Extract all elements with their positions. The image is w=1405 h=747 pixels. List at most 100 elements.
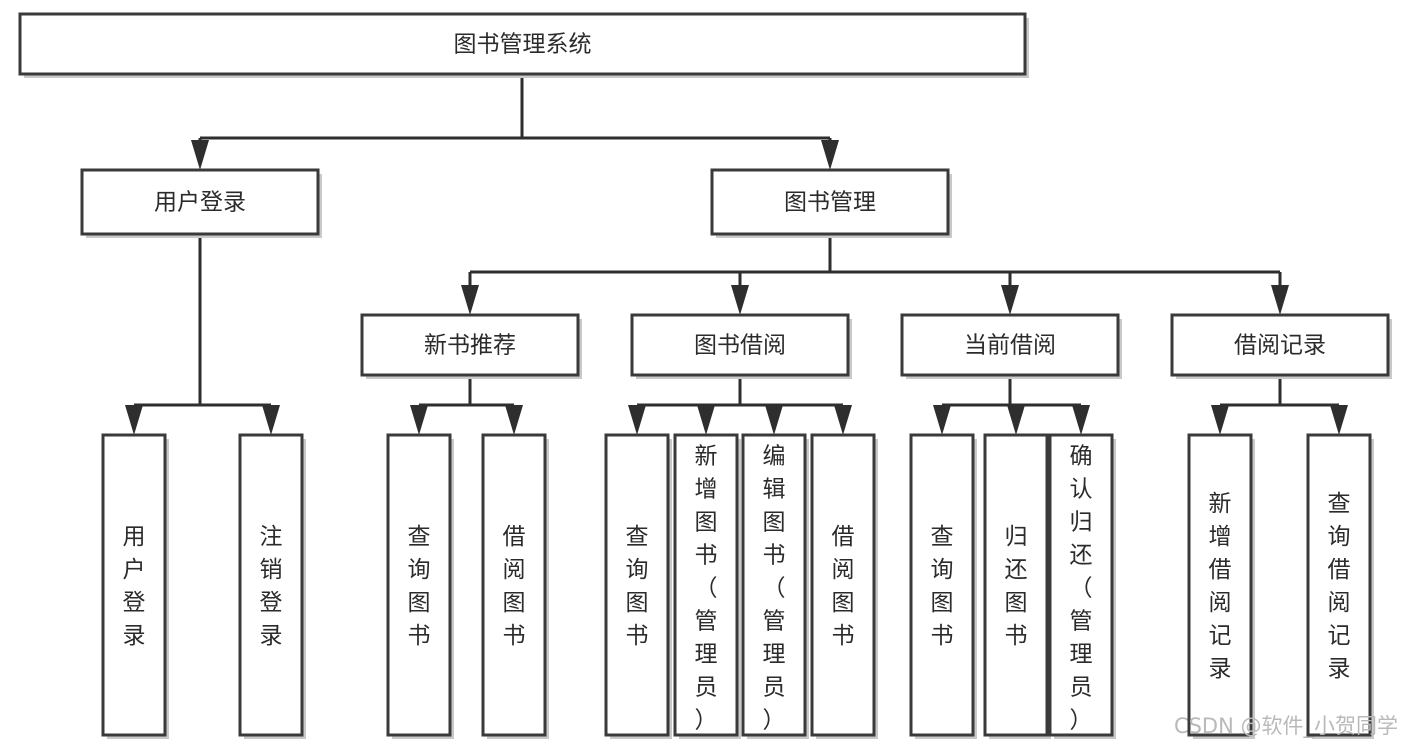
node-label-char: （ [763,576,786,602]
node-rect[interactable] [1170,313,1390,377]
node-rect[interactable] [1187,433,1253,737]
node-label-char: 图 [1005,590,1028,616]
watermark-label: CSDN @软件_小贺同学 [1174,714,1398,739]
node-book-manage[interactable]: 图书管理 [710,168,952,238]
node-rect[interactable] [630,313,850,377]
node-label-char: 注 [260,524,283,550]
node-label-char: 查 [1328,491,1351,517]
node-rect[interactable] [710,168,950,236]
node-rect[interactable] [900,313,1120,377]
node-user-login[interactable]: 用户登录 [80,168,322,238]
node-label-char: 销 [260,557,283,583]
node-label-char: 图 [763,510,786,536]
node-rect[interactable] [673,433,739,737]
node-label-char: 录 [123,623,146,649]
node-rect[interactable] [741,433,807,737]
arrow-head-icon [410,405,428,435]
node-label-char: 登 [123,590,146,616]
node-root[interactable]: 图书管理系统 [18,12,1029,78]
node-new-book-rec[interactable]: 新书推荐 [360,313,582,379]
node-rect[interactable] [481,433,547,737]
arrow-head-icon [125,405,143,435]
node-label-char: 书 [1005,623,1028,649]
node-label-char: 书 [931,623,954,649]
arrow-head-icon [731,285,749,315]
arrow-head-icon [1007,405,1025,435]
node-current-borrow[interactable]: 当前借阅 [900,313,1122,379]
node-label-char: 归 [1005,524,1028,550]
node-label-char: 归 [1070,510,1093,536]
node-rect[interactable] [909,433,975,737]
node-label-char: 管 [1070,609,1093,635]
node-rect[interactable] [983,433,1049,737]
node-label-char: ） [763,708,786,734]
node-label-char: 户 [123,557,146,583]
node-rect[interactable] [80,168,320,236]
node-label-char: 阅 [832,557,855,583]
node-label: 图书借阅 [694,333,786,359]
node-rect[interactable] [101,433,167,737]
node-rect[interactable] [386,433,452,737]
arrow-head-icon [765,405,783,435]
node-layer: 图书管理系统用户登录图书管理新书推荐图书借阅当前借阅借阅记录用户登录注销登录查询… [18,12,1392,739]
node-rect[interactable] [1306,433,1372,737]
node-rect[interactable] [810,433,876,737]
node-rect[interactable] [18,12,1027,76]
arrow-head-icon [1211,405,1229,435]
arrow-head-icon [834,405,852,435]
node-label-char: 管 [763,609,786,635]
node-label: 图书管理 [784,190,876,216]
arrow-head-icon [628,405,646,435]
node-label-char: 询 [626,557,649,583]
node-label-char: 询 [1328,524,1351,550]
node-label-char: 查 [626,524,649,550]
node-rect[interactable] [360,313,580,377]
node-label: 新书推荐 [424,333,516,359]
arrow-head-icon [262,405,280,435]
arrow-head-icon [1271,285,1289,315]
node-borrow-record[interactable]: 借阅记录 [1170,313,1392,379]
node-label-char: 借 [1328,557,1351,583]
node-label-char: 记 [1328,623,1351,649]
arrow-head-icon [505,405,523,435]
node-rect[interactable] [238,433,304,737]
node-label-char: 员 [763,675,786,701]
node-label-char: 编 [763,444,786,470]
arrow-head-icon [191,140,209,170]
node-rect[interactable] [1048,433,1114,737]
arrow-head-icon [1072,405,1090,435]
node-label-char: 记 [1209,623,1232,649]
node-label-char: （ [1070,576,1093,602]
node-label: 当前借阅 [964,333,1056,359]
node-rect[interactable] [604,433,670,737]
node-label-char: 图 [931,590,954,616]
node-leaf-user-login[interactable]: 用户登录 [101,433,169,739]
node-label-char: 询 [931,557,954,583]
node-label-char: 查 [931,524,954,550]
node-label-char: 确 [1070,444,1093,470]
node-label: 用户登录 [154,190,246,216]
node-label-char: 阅 [1209,590,1232,616]
node-label-char: 图 [408,590,431,616]
arrow-head-icon [933,405,951,435]
node-label-char: 图 [832,590,855,616]
node-book-borrow[interactable]: 图书借阅 [630,313,852,379]
node-label-char: 图 [695,510,718,536]
node-label-char: 还 [1070,543,1093,569]
node-label-char: 书 [763,543,786,569]
node-label-char: 员 [1070,675,1093,701]
node-label-char: 查 [408,524,431,550]
node-label-char: 登 [260,590,283,616]
